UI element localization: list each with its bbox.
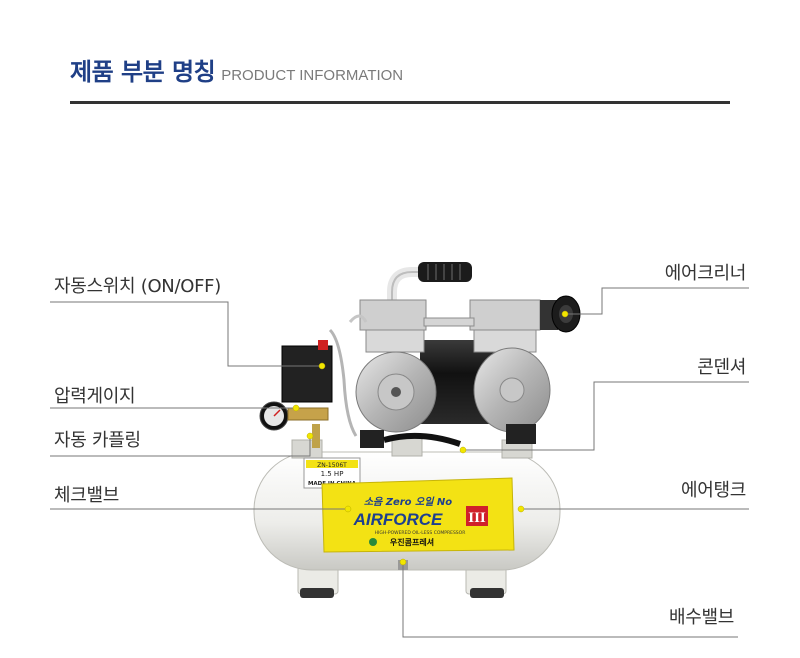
section-header: 제품 부분 명칭 PRODUCT INFORMATION xyxy=(70,52,730,87)
tube xyxy=(348,314,368,323)
label-pressure-gauge: 압력게이지 xyxy=(54,386,136,407)
connecting-rod xyxy=(423,317,475,327)
header-divider xyxy=(70,101,730,104)
coupling xyxy=(312,424,320,448)
label-condenser: 콘덴셔 xyxy=(697,357,746,378)
brand-name: AIRFORCE xyxy=(353,510,443,529)
brand-tagline: HIGH-POWERED OIL-LESS COMPRESSOR xyxy=(375,530,466,536)
label-auto-switch: 자동스위치 (ON/OFF) xyxy=(54,276,221,297)
plate-model: ZN-1506T xyxy=(317,462,347,469)
page-title: 제품 부분 명칭 xyxy=(70,58,216,86)
label-air-cleaner: 에어크리너 xyxy=(664,263,747,284)
pressure-switch xyxy=(281,340,333,403)
left-cylinder xyxy=(355,299,437,433)
leader-lines xyxy=(50,287,749,638)
brand-numeral: III xyxy=(468,510,486,526)
condenser-fittings xyxy=(360,424,536,448)
brand-label: 소음 Zero 오일 No AIRFORCE III HIGH-POWERED … xyxy=(321,477,515,553)
label-check-valve: 체크밸브 xyxy=(54,485,120,506)
right-cylinder xyxy=(469,299,551,433)
label-auto-coupling: 자동 카플링 xyxy=(54,430,141,451)
tube xyxy=(328,328,358,437)
pressure-gauge xyxy=(259,401,329,431)
label-drain-valve: 배수밸브 xyxy=(668,607,734,628)
label-air-tank: 에어탱크 xyxy=(680,480,746,501)
carry-handle xyxy=(387,262,472,323)
brand-slogan: 소음 Zero 오일 No xyxy=(364,496,452,508)
maker-name: 우진콤프레셔 xyxy=(390,537,434,547)
plate-power: 1.5 HP xyxy=(321,470,344,478)
leader-dots xyxy=(292,310,569,566)
page-subtitle: PRODUCT INFORMATION xyxy=(221,67,404,84)
